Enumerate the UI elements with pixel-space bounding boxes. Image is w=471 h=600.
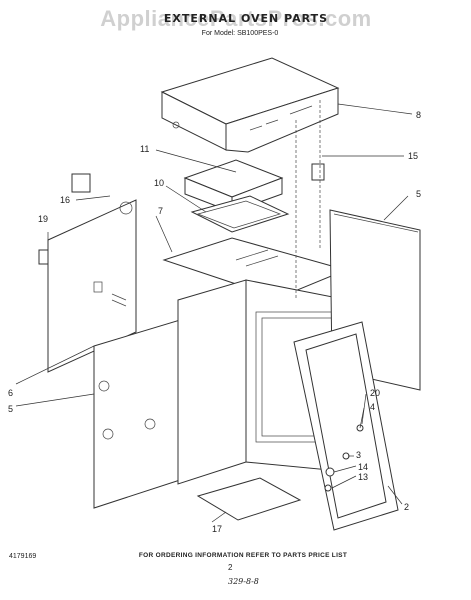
part-15-clip bbox=[311, 163, 325, 181]
part-8-top-cover bbox=[160, 57, 340, 153]
callout-16: 16 bbox=[60, 195, 70, 205]
callout-11: 11 bbox=[140, 144, 149, 154]
part-10-bracket bbox=[190, 195, 290, 233]
part-5-side-panel-left bbox=[93, 319, 181, 509]
part-14-washer bbox=[325, 467, 335, 477]
callout-17: 17 bbox=[212, 524, 222, 534]
part-16-vent bbox=[71, 173, 91, 193]
callout-4: 4 bbox=[370, 402, 375, 412]
callout-7: 7 bbox=[158, 206, 163, 216]
callout-13: 13 bbox=[358, 472, 368, 482]
part-13-nut bbox=[324, 484, 332, 492]
model-subtitle: For Model: SB100PES-0 bbox=[201, 30, 279, 37]
callout-20: 20 bbox=[370, 388, 380, 398]
callout-5-left: 5 bbox=[8, 404, 13, 414]
page-number: 2 bbox=[228, 563, 233, 572]
document-number: 4179169 bbox=[9, 553, 37, 560]
callout-8: 8 bbox=[416, 110, 421, 120]
callout-19: 19 bbox=[38, 214, 48, 224]
callout-6: 6 bbox=[8, 388, 13, 398]
callout-5-right: 5 bbox=[416, 189, 421, 199]
part-6-rear-panel bbox=[47, 199, 137, 373]
callout-10: 10 bbox=[154, 178, 164, 188]
diagram-title: EXTERNAL OVEN PARTS bbox=[163, 12, 329, 25]
callout-15: 15 bbox=[408, 151, 418, 161]
ordering-info-note: FOR ORDERING INFORMATION REFER TO PARTS … bbox=[138, 552, 348, 559]
watermark: AppliancePartsPros.com bbox=[100, 6, 372, 31]
callout-2: 2 bbox=[404, 502, 409, 512]
callout-3: 3 bbox=[356, 450, 361, 460]
callout-14: 14 bbox=[358, 462, 368, 472]
handwritten-note: 329-8-8 bbox=[228, 577, 259, 586]
part-2-door-frame bbox=[293, 321, 399, 531]
part-17-bottom-tray bbox=[196, 477, 302, 521]
